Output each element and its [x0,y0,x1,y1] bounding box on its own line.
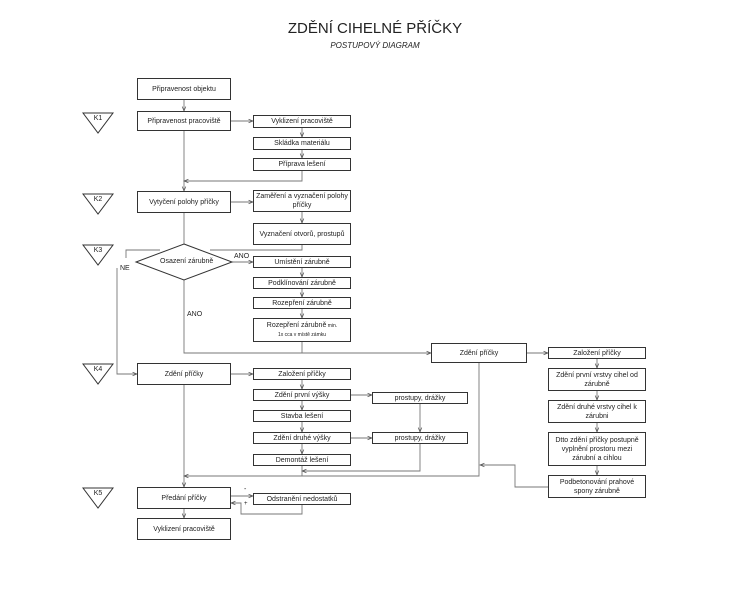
box-vyznaceni: Vyznačení otvorů, prostupů [253,223,351,245]
box-demontaz: Demontáž lešení [253,454,351,466]
checkpoint-label: K3 [93,247,103,254]
decision-diamond [134,243,234,281]
box-rozepreni-min: Rozepření zárubně min. 1x cca v místě zám… [253,318,351,342]
line [184,171,303,181]
checkpoint-label: K1 [93,115,103,122]
checkpoint-k5: K5 [82,487,114,509]
line [125,249,160,258]
box-predani: Předání příčky [137,487,231,509]
line [184,363,480,476]
label-minus: - [244,486,247,493]
box-zalozeni-right: Založení příčky [548,347,646,359]
line [116,268,137,374]
box-pripravenost-objektu: Připravenost objektu [137,78,231,100]
box-priprava-leseni: Příprava lešení [253,158,351,171]
box-stavba-leseni: Stavba lešení [253,410,351,422]
decision-label: Osazení zárubně [160,258,214,265]
box-vytyceni: Vytyčení polohy příčky [137,191,231,213]
line [231,503,303,515]
checkpoint-k2: K2 [82,193,114,215]
diagram-subtitle: POSTUPOVÝ DIAGRAM [330,41,420,50]
checkpoint-label: K2 [93,196,103,203]
diagram-title: ZDĚNÍ CIHELNÉ PŘÍČKY [287,20,463,37]
box-prvni-vysky: Zdění první výšky [253,389,351,401]
line [210,245,303,251]
box-vyklizeni-final: Vyklizení pracoviště [137,518,231,540]
box-vyklizeni: Vyklizení pracoviště [253,115,351,128]
box-prvni-vrstva: Zdění první vrstvy cihel od zárubně [548,368,646,391]
box-prostupy-1: prostupy, drážky [372,392,468,404]
checkpoint-k4: K4 [82,363,114,385]
box-pripravenost-pracoviste: Připravenost pracoviště [137,111,231,131]
checkpoint-label: K4 [93,366,103,373]
label-plus: + [244,501,248,507]
box-zamereni: Zaměření a vyznačení polohy příčky [253,190,351,212]
line [480,465,548,488]
text: Rozepření zárubně [266,321,327,329]
box-rozepreni: Rozepření zárubně [253,297,351,309]
note: 1x cca v místě zámku [277,331,327,338]
box-umisteni: Umístění zárubně [253,256,351,268]
checkpoint-k3: K3 [82,244,114,266]
box-zdeni-pricky: Zdění příčky [137,363,231,385]
checkpoint-k1: K1 [82,112,114,134]
box-podklinovani: Podklínování zárubně [253,277,351,289]
label-ano: ANO [234,253,250,260]
box-druha-vrstva: Zdění druhé vrstvy cihel k zárubni [548,400,646,423]
box-prostupy-2: prostupy, drážky [372,432,468,444]
label-ne: NE [120,265,130,272]
box-podbetonovani: Podbetonování prahové spony zárubně [548,475,646,498]
note: min. [326,322,338,329]
line [302,444,421,471]
line [183,280,431,353]
box-dtto: Dtto zdění příčky postupně vyplnění pros… [548,432,646,466]
label-ano: ANO [187,311,203,318]
box-zalozeni: Založení příčky [253,368,351,380]
checkpoint-label: K5 [93,490,103,497]
box-druhe-vysky: Zdění druhé výšky [253,432,351,444]
box-skladka: Skládka materiálu [253,137,351,150]
box-zdeni-pricky-right: Zdění příčky [431,343,527,363]
box-odstraneni: Odstranění nedostatků [253,493,351,505]
